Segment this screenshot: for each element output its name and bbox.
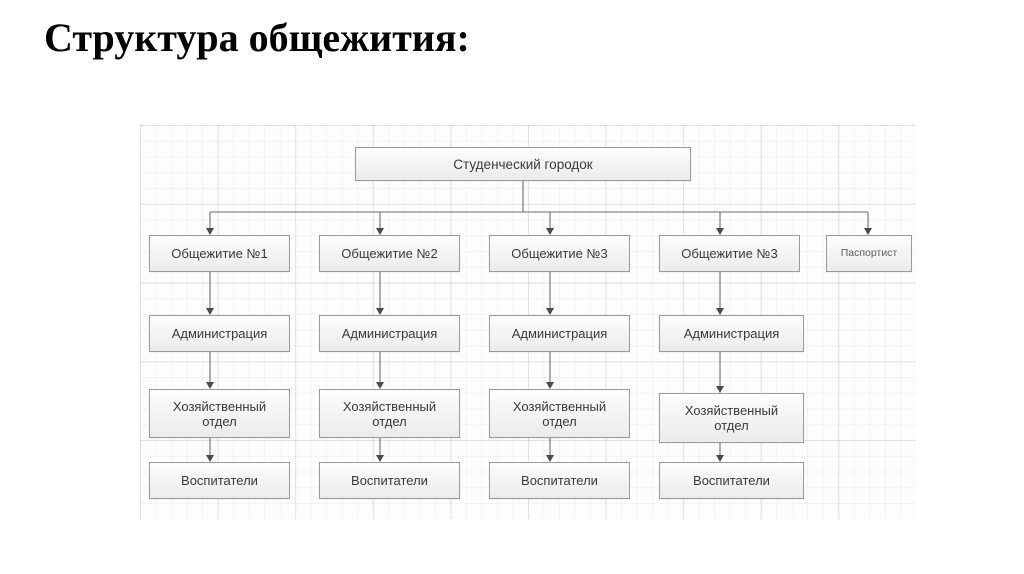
arrow-head-c2-r5: [376, 455, 384, 462]
page-title: Структура общежития:: [44, 15, 470, 60]
node-administration-2[interactable]: Администрация: [319, 315, 460, 352]
arrow-head-c1-r5: [206, 455, 214, 462]
arrow-head-5: [864, 228, 872, 235]
node-dorm-3[interactable]: Общежитие №3: [489, 235, 630, 272]
node-dorm-2[interactable]: Общежитие №2: [319, 235, 460, 272]
node-educators-4[interactable]: Воспитатели: [659, 462, 804, 499]
arrow-head-c4-r3: [716, 308, 724, 315]
node-administration-1[interactable]: Администрация: [149, 315, 290, 352]
node-maintenance-dept-4[interactable]: Хозяйственный отдел: [659, 393, 804, 443]
node-educators-2[interactable]: Воспитатели: [319, 462, 460, 499]
node-dorm-4[interactable]: Общежитие №3: [659, 235, 800, 272]
node-maintenance-dept-3[interactable]: Хозяйственный отдел: [489, 389, 630, 438]
arrow-head-c3-r5: [546, 455, 554, 462]
arrow-head-2: [376, 228, 384, 235]
arrow-head-c3-r4: [546, 382, 554, 389]
arrow-head-c3-r3: [546, 308, 554, 315]
node-administration-3[interactable]: Администрация: [489, 315, 630, 352]
node-maintenance-dept-2[interactable]: Хозяйственный отдел: [319, 389, 460, 438]
arrow-head-c4-r5: [716, 455, 724, 462]
arrow-head-1: [206, 228, 214, 235]
node-administration-4[interactable]: Администрация: [659, 315, 804, 352]
diagram-canvas: Студенческий городок Общежитие №1 Общежи…: [140, 125, 916, 519]
arrow-head-c4-r4: [716, 386, 724, 393]
arrow-head-c2-r3: [376, 308, 384, 315]
node-root[interactable]: Студенческий городок: [355, 147, 691, 181]
arrow-head-c1-r4: [206, 382, 214, 389]
arrow-head-c1-r3: [206, 308, 214, 315]
arrow-head-3: [546, 228, 554, 235]
node-maintenance-dept-1[interactable]: Хозяйственный отдел: [149, 389, 290, 438]
node-educators-3[interactable]: Воспитатели: [489, 462, 630, 499]
arrow-head-4: [716, 228, 724, 235]
node-educators-1[interactable]: Воспитатели: [149, 462, 290, 499]
arrow-head-c2-r4: [376, 382, 384, 389]
node-dorm-1[interactable]: Общежитие №1: [149, 235, 290, 272]
node-passport-officer[interactable]: Паспортист: [826, 235, 912, 272]
